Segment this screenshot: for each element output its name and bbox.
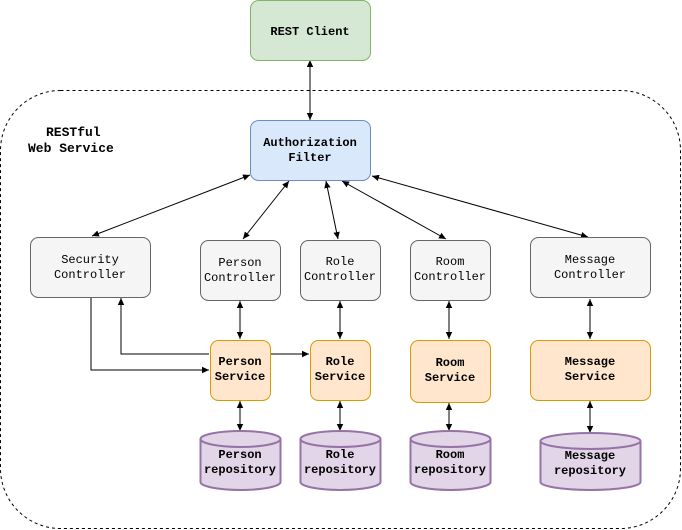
- room-controller-label-1: Room: [436, 255, 465, 269]
- room-repository-label-1: Room: [436, 448, 465, 462]
- person-repository-label-2: repository: [204, 463, 276, 477]
- restful-web-service-container: RESTful Web Service: [0, 90, 681, 529]
- security-controller-label-1: Security: [61, 253, 119, 267]
- security-controller-node: Security Controller: [30, 237, 151, 298]
- authorization-filter-label-2: Filter: [288, 151, 331, 165]
- role-service-node: Role Service: [310, 340, 371, 401]
- message-controller-label-2: Controller: [554, 268, 626, 282]
- person-repository-node: Person repository: [199, 430, 282, 491]
- edge-filter-role: [324, 180, 340, 240]
- room-service-label-2: Service: [425, 371, 475, 385]
- role-repository-label-2: repository: [304, 463, 376, 477]
- role-service-label-2: Service: [315, 370, 365, 384]
- role-repository-label-1: Role: [326, 448, 355, 462]
- person-service-label-1: Person: [218, 355, 261, 369]
- edge-security-personsvc: [90, 298, 209, 374]
- room-controller-node: Room Controller: [410, 240, 491, 301]
- container-title-line-2: Web Service: [28, 141, 114, 156]
- authorization-filter-node: Authorization Filter: [250, 120, 371, 181]
- message-service-label-2: Service: [565, 370, 615, 384]
- room-service-node: Room Service: [410, 340, 491, 403]
- person-service-node: Person Service: [210, 340, 271, 401]
- rest-client-node: REST Client: [250, 0, 371, 61]
- edge-filter-message: [371, 174, 589, 239]
- person-controller-node: Person Controller: [200, 240, 281, 301]
- edge-personsvc-security: [117, 298, 209, 355]
- role-controller-label-2: Controller: [304, 270, 376, 284]
- person-service-label-2: Service: [215, 370, 265, 384]
- authorization-filter-label-1: Authorization: [263, 136, 357, 150]
- person-repository-label-1: Person: [218, 448, 261, 462]
- role-service-label-1: Role: [326, 355, 355, 369]
- room-service-label-1: Room: [436, 356, 465, 370]
- edges-layer: [90, 60, 594, 433]
- person-controller-label-2: Controller: [204, 271, 276, 285]
- message-repository-label-2: repository: [554, 464, 626, 478]
- room-controller-label-2: Controller: [414, 270, 486, 284]
- message-controller-node: Message Controller: [530, 237, 651, 298]
- role-repository-node: Role repository: [299, 430, 382, 491]
- message-controller-label-1: Message: [565, 253, 615, 267]
- edge-filter-security: [91, 174, 251, 237]
- role-controller-node: Role Controller: [300, 240, 381, 301]
- message-repository-node: Message repository: [539, 432, 642, 491]
- room-repository-label-2: repository: [414, 463, 486, 477]
- person-controller-label-1: Person: [218, 256, 261, 270]
- container-title-line-1: RESTful: [46, 125, 101, 140]
- edge-filter-room: [341, 180, 447, 240]
- rest-client-label: REST Client: [270, 25, 349, 39]
- role-controller-label-1: Role: [326, 255, 355, 269]
- edge-filter-person: [242, 180, 290, 240]
- message-service-node: Message Service: [530, 340, 651, 401]
- message-service-label-1: Message: [565, 355, 615, 369]
- security-controller-label-2: Controller: [54, 268, 126, 282]
- room-repository-node: Room repository: [409, 430, 492, 491]
- message-repository-label-1: Message: [565, 449, 615, 463]
